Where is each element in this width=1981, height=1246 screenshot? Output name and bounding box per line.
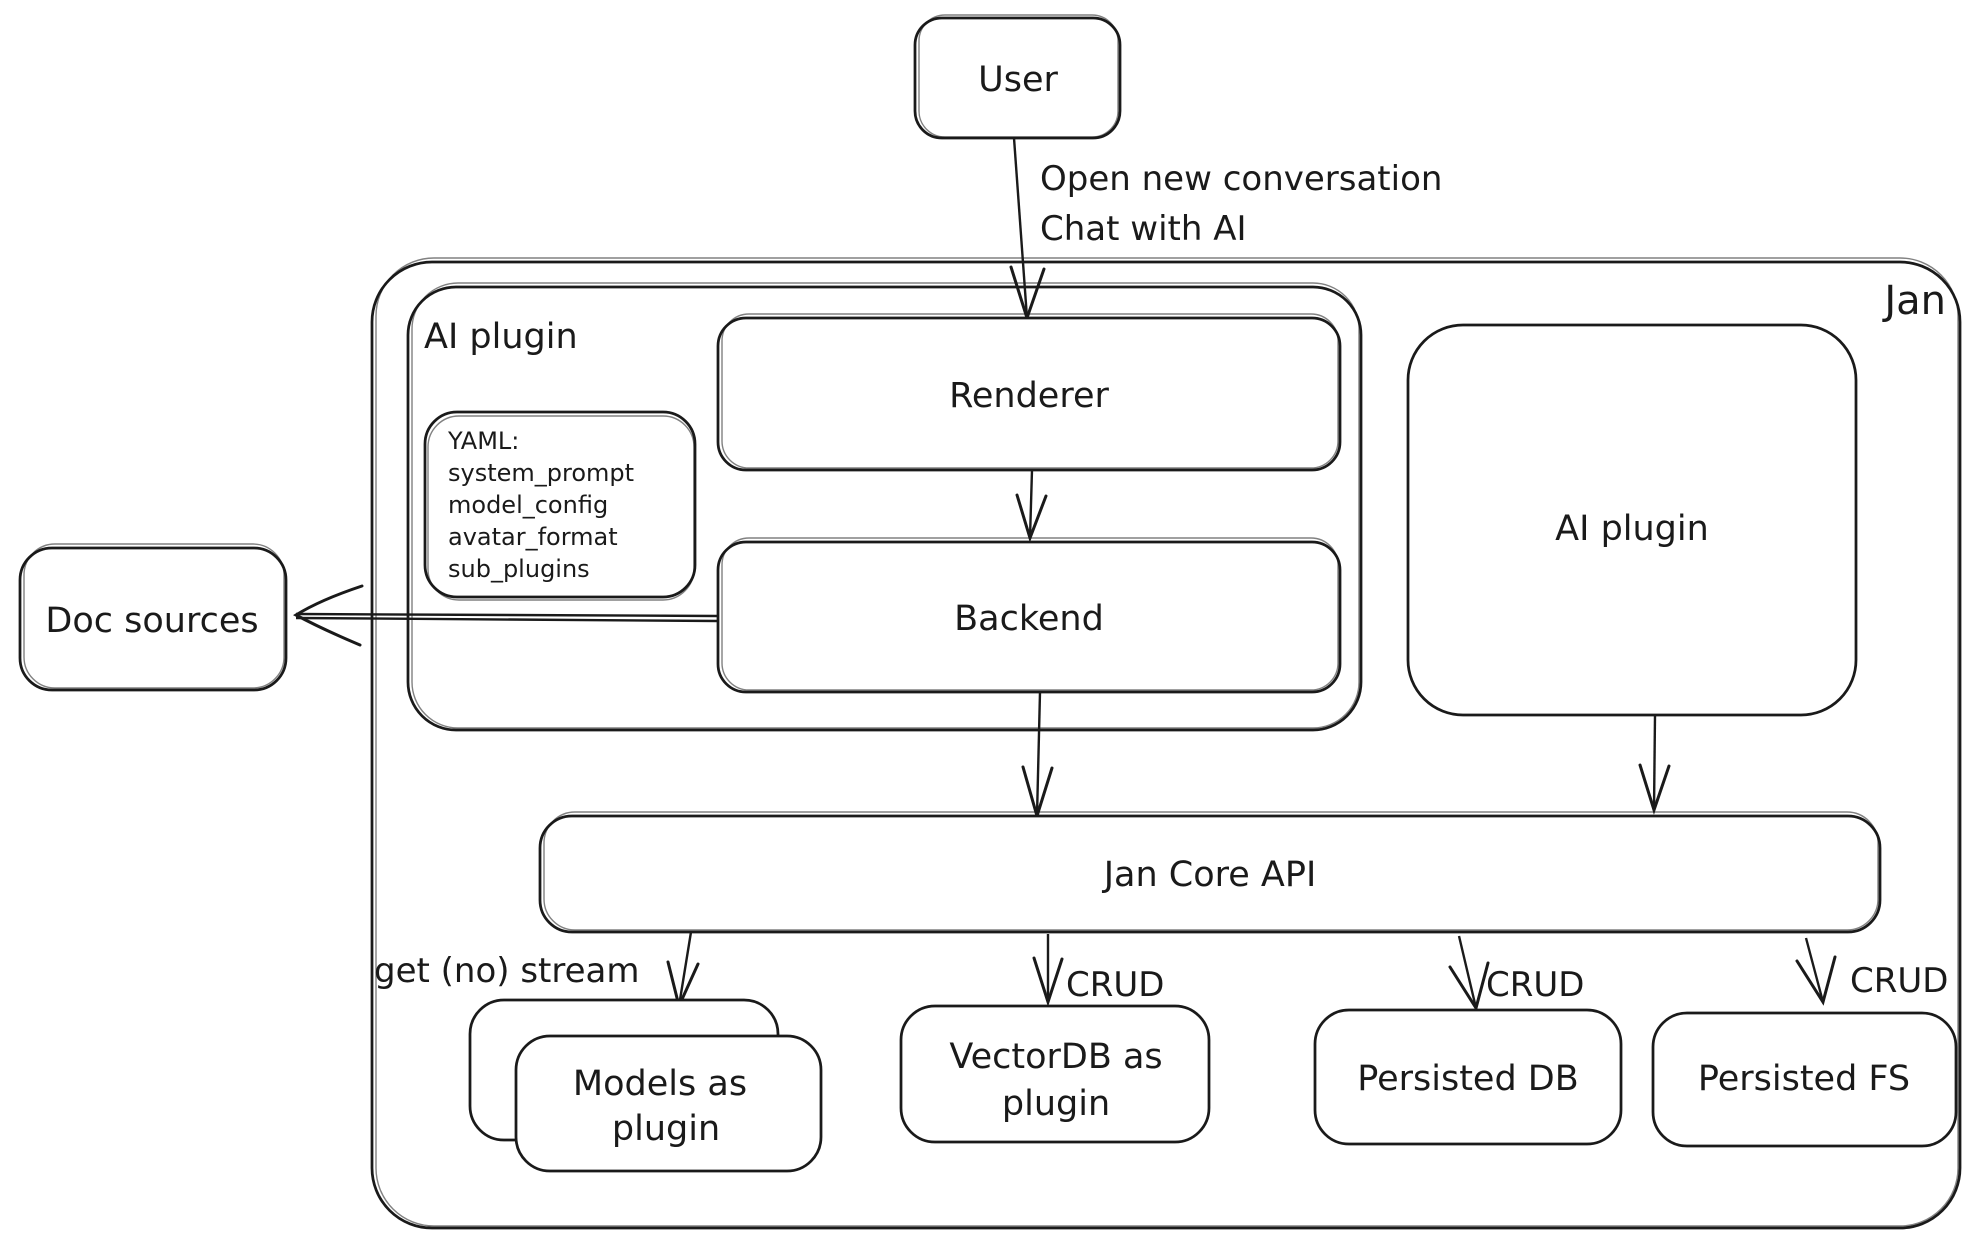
backend-to-api-arrow — [1021, 691, 1054, 822]
api-to-persisted-db-arrow: CRUD — [1448, 935, 1584, 1012]
ai-plugin-right-node: AI plugin — [1406, 323, 1858, 717]
doc-sources-box — [18, 546, 288, 692]
api-to-persisted-fs-label: CRUD — [1850, 961, 1948, 1001]
yaml-note-node: YAML: system_prompt model_config avatar_… — [423, 410, 697, 601]
backend-node: Backend — [716, 537, 1342, 694]
jan-core-api-node: Jan Core API — [538, 811, 1882, 934]
doc-sources-box-sketchline — [23, 543, 285, 689]
renderer-box-sketchline — [721, 313, 1339, 469]
vectordb-plugin-label-line1: VectorDB as — [949, 1037, 1162, 1077]
ai-plugin-group-label: AI plugin — [424, 317, 578, 357]
persisted-fs-box — [1651, 1011, 1958, 1148]
backend-label: Backend — [954, 599, 1104, 639]
ai-plugin-right-to-api-arrow — [1638, 714, 1671, 815]
yaml-note-line3: model_config — [448, 491, 608, 519]
persisted-db-node: Persisted DB — [1313, 1008, 1623, 1146]
ai-plugin-group-box-sketchline — [411, 282, 1360, 729]
api-to-persisted-fs-arrow: CRUD — [1795, 937, 1948, 1006]
api-to-vectordb-arrow: CRUD — [1032, 934, 1164, 1007]
renderer-label: Renderer — [949, 376, 1109, 416]
user-label: User — [978, 60, 1058, 100]
persisted-db-box — [1313, 1008, 1623, 1146]
models-plugin-box-front — [514, 1034, 823, 1173]
doc-sources-node: Doc sources — [18, 543, 288, 692]
yaml-note-line4: avatar_format — [448, 523, 618, 551]
ai-plugin-right-label: AI plugin — [1555, 509, 1709, 549]
models-plugin-label-line2: plugin — [612, 1109, 720, 1149]
jan-container-box-sketchline — [375, 257, 1959, 1227]
user-to-renderer-label-line1: Open new conversation — [1040, 159, 1442, 199]
user-box-sketchline — [918, 14, 1119, 138]
yaml-note-box — [423, 410, 697, 599]
backend-box-sketchline — [721, 537, 1339, 691]
user-node: User — [913, 14, 1122, 140]
doc-sources-label: Doc sources — [45, 601, 258, 641]
vectordb-plugin-box — [899, 1004, 1211, 1144]
ai-plugin-group-node: AI plugin — [406, 282, 1363, 732]
jan-core-api-box-sketchline — [543, 811, 1879, 931]
renderer-node: Renderer — [716, 313, 1342, 472]
user-box — [913, 16, 1122, 140]
jan-core-api-label: Jan Core API — [1102, 855, 1317, 895]
jan-core-api-box — [538, 814, 1882, 934]
models-plugin-label-line1: Models as — [573, 1064, 747, 1104]
models-plugin-node: Models as plugin — [468, 998, 823, 1173]
backend-box — [716, 540, 1342, 694]
yaml-note-line5: sub_plugins — [448, 555, 590, 583]
persisted-fs-label: Persisted FS — [1698, 1059, 1910, 1099]
yaml-note-line1: YAML: — [447, 427, 519, 455]
user-to-renderer-arrow: Open new conversation Chat with AI — [1009, 137, 1442, 323]
persisted-db-label: Persisted DB — [1357, 1059, 1579, 1099]
yaml-note-line2: system_prompt — [448, 459, 634, 487]
jan-container-box — [370, 260, 1962, 1230]
vectordb-plugin-label-line2: plugin — [1002, 1084, 1110, 1124]
jan-container-label: Jan — [1881, 278, 1946, 324]
renderer-to-backend-arrow — [1015, 469, 1048, 543]
persisted-fs-node: Persisted FS — [1651, 1011, 1958, 1148]
ai-plugin-group-box — [406, 285, 1363, 732]
ai-plugin-right-box — [1406, 323, 1858, 717]
backend-to-doc-sources-arrow — [293, 584, 719, 647]
vectordb-plugin-node: VectorDB as plugin — [899, 1004, 1211, 1144]
api-to-models-arrow: get (no) stream — [374, 931, 700, 1011]
api-to-persisted-db-label: CRUD — [1486, 965, 1584, 1005]
user-to-renderer-label-line2: Chat with AI — [1040, 209, 1247, 249]
renderer-box — [716, 316, 1342, 472]
jan-container-node: Jan — [370, 257, 1962, 1230]
api-to-vectordb-label: CRUD — [1066, 965, 1164, 1005]
yaml-note-box-sketchline — [427, 415, 695, 601]
api-to-models-label: get (no) stream — [374, 951, 639, 991]
